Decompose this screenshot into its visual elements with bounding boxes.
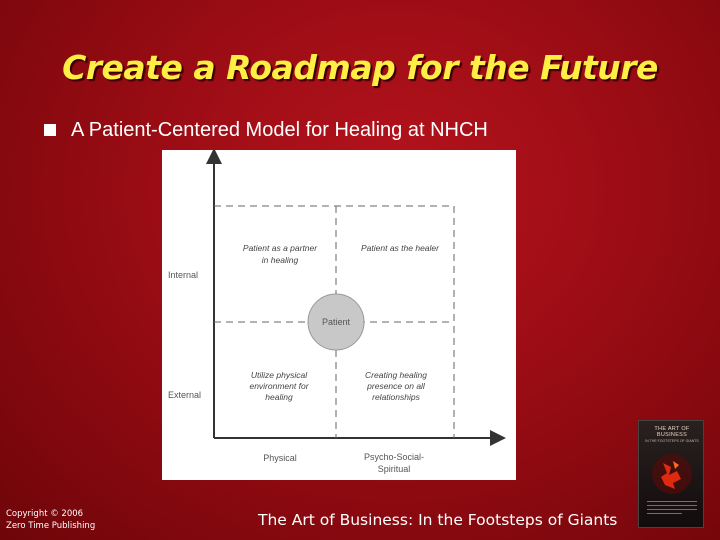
book-cover-glyph-icon [652,454,692,494]
copyright-line-1: Copyright © 2006 [6,509,84,519]
quadrant-bottom-left-line2: environment for [249,381,309,391]
quadrant-bottom-left-line1: Utilize physical [251,370,308,380]
quadrant-bottom-left-line3: healing [265,392,293,402]
bullet-square-icon [44,124,56,136]
y-label-external: External [168,390,201,400]
footer-book-title: The Art of Business: In the Footsteps of… [258,511,618,529]
book-cover-text-lines [647,501,697,517]
quadrant-top-left-line2: in healing [262,255,299,265]
quadrant-bottom-right-line3: relationships [372,392,420,402]
slide-title: Create a Roadmap for the Future [62,48,658,87]
copyright-notice: Copyright © 2006 Zero Time Publishing [6,508,95,532]
copyright-line-2: Zero Time Publishing [6,521,96,531]
x-label-psycho-2: Spiritual [378,464,411,474]
quadrant-bottom-right-line2: presence on all [366,381,426,391]
quadrant-diagram: Patient Internal External Physical Psych… [168,150,506,474]
bullet-text: A Patient-Centered Model for Healing at … [71,118,488,141]
diagram-panel: Patient Internal External Physical Psych… [162,150,516,480]
quadrant-bottom-right-line1: Creating healing [365,370,427,380]
patient-label: Patient [322,317,351,327]
book-cover-title: THE ART OF BUSINESS [654,426,690,438]
quadrant-top-left-line1: Patient as a partner [243,243,318,253]
bullet-item: A Patient-Centered Model for Healing at … [44,118,488,142]
quadrant-top-right-line1: Patient as the healer [361,243,440,253]
y-label-internal: Internal [168,270,198,280]
patient-circle [307,293,365,351]
x-label-psycho-1: Psycho-Social- [364,452,424,462]
x-label-physical: Physical [263,453,297,463]
book-cover-image: THE ART OF BUSINESS IN THE FOOTSTEPS OF … [638,420,704,528]
book-cover-subtitle: IN THE FOOTSTEPS OF GIANTS [645,439,699,443]
